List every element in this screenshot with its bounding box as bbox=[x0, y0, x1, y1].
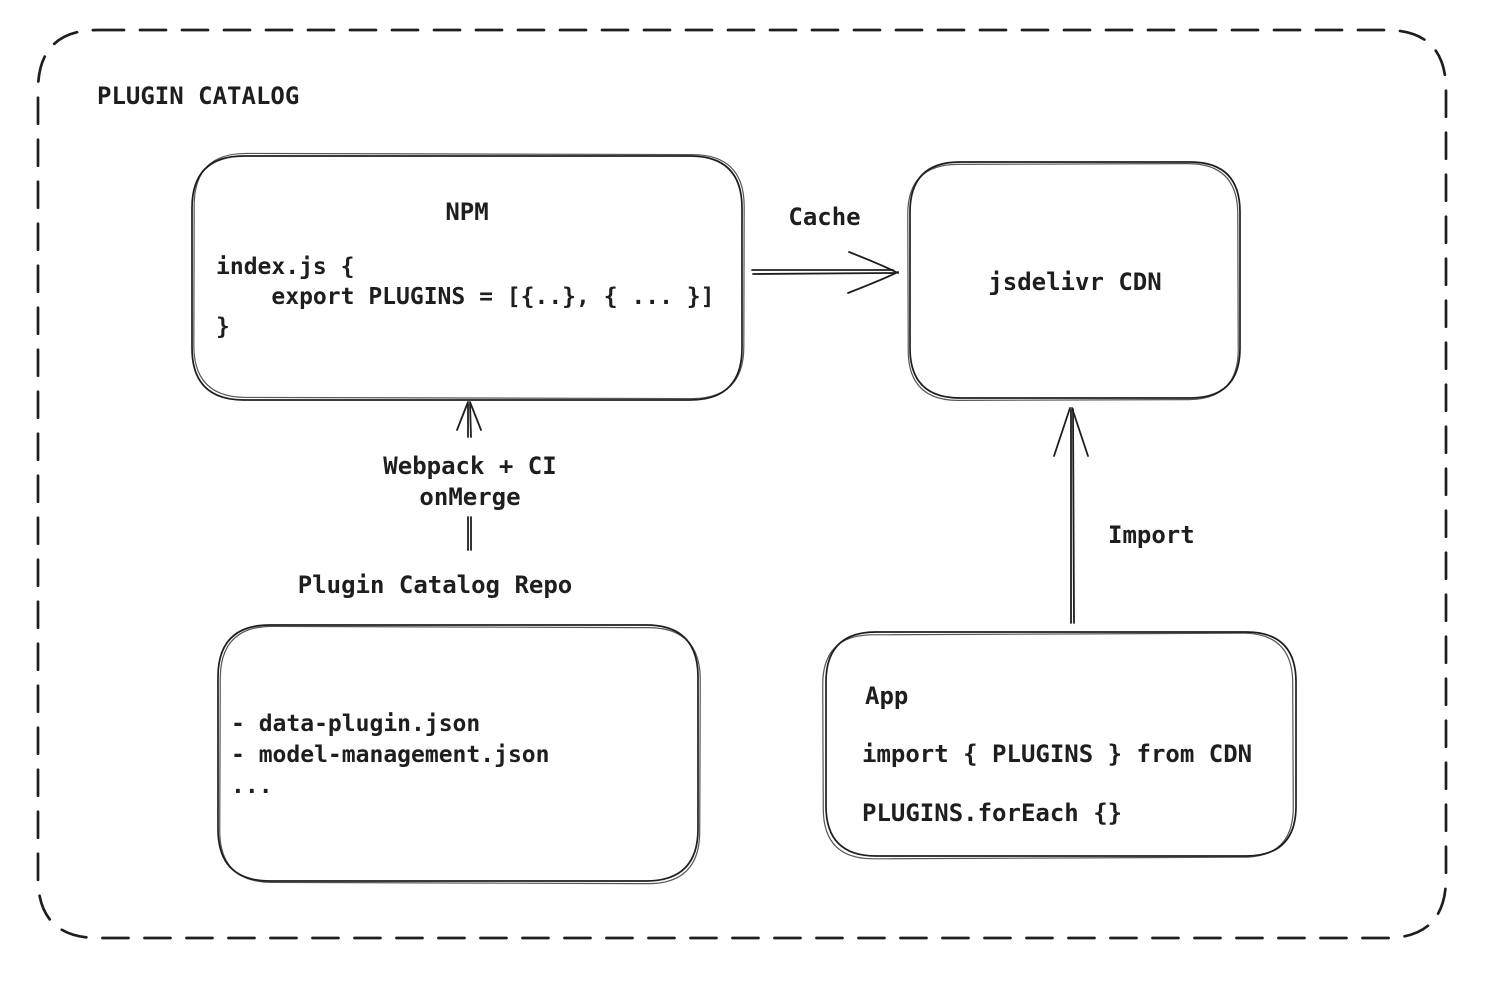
outer-dashed-border bbox=[36, 28, 1448, 940]
diagram-title: PLUGIN CATALOG bbox=[97, 82, 300, 110]
app-box-title: App bbox=[865, 682, 909, 710]
cache-arrow bbox=[751, 251, 899, 294]
cdn-box bbox=[907, 161, 1241, 402]
app-code-import: import { PLUGINS } from CDN bbox=[862, 740, 1253, 768]
npm-code: index.js { export PLUGINS = [{..}, { ...… bbox=[216, 254, 715, 340]
app-code-foreach: PLUGINS.forEach {} bbox=[862, 799, 1123, 827]
webpack-connector-line bbox=[467, 516, 472, 551]
repo-title: Plugin Catalog Repo bbox=[297, 571, 573, 599]
webpack-arrow-label: Webpack + CI onMerge bbox=[383, 452, 557, 511]
repo-file-list: - data-plugin.json - model-management.js… bbox=[231, 711, 550, 799]
import-arrow bbox=[1053, 407, 1089, 624]
webpack-arrow bbox=[456, 401, 482, 438]
npm-box bbox=[191, 152, 745, 401]
npm-box-title: NPM bbox=[445, 198, 489, 226]
cache-arrow-label: Cache bbox=[788, 203, 861, 231]
import-arrow-label: Import bbox=[1108, 521, 1195, 549]
app-box bbox=[822, 631, 1297, 860]
cdn-box-title: jsdelivr CDN bbox=[988, 268, 1162, 296]
repo-box bbox=[217, 624, 701, 885]
